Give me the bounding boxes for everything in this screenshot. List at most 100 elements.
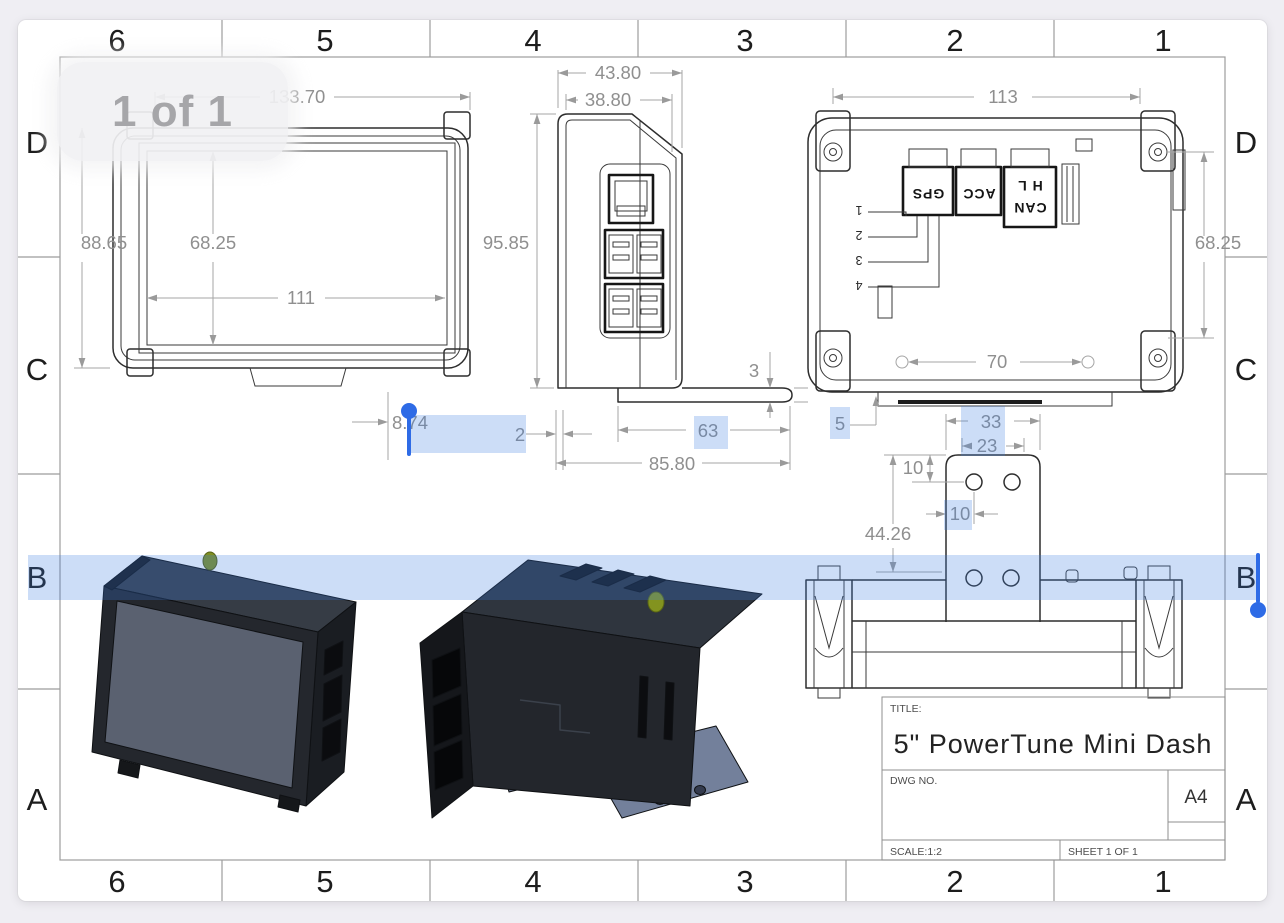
dim-side-height: 95.85 — [483, 232, 529, 253]
zone-col-bottom: 2 — [946, 864, 963, 899]
corner-tab — [126, 348, 154, 377]
hook-tab — [1065, 569, 1079, 583]
dim-back-width: 113 — [988, 86, 1018, 107]
screw-boss — [823, 142, 843, 162]
selection-end-bar[interactable] — [1256, 553, 1260, 603]
can-label: CAN — [1013, 200, 1046, 216]
dim-side-depth-overall: 43.80 — [595, 62, 641, 83]
dim-overall-depth: 85.80 — [649, 453, 695, 474]
side-view-dimensions: 43.80 38.80 95.85 3 63 2 — [352, 62, 808, 474]
dim-wall-gap: 2 — [515, 424, 525, 445]
zone-col-top: 6 — [108, 23, 125, 58]
dim-bracket-height: 44.26 — [865, 523, 911, 544]
dim-side-depth-inner: 38.80 — [585, 89, 631, 110]
dim-bracket-length: 63 — [698, 420, 719, 441]
wire-label: 2 — [855, 228, 862, 242]
bottom-tab — [249, 367, 347, 387]
mounting-hole — [965, 569, 983, 587]
screen — [146, 150, 448, 346]
selection-highlight-offset — [408, 415, 526, 453]
zone-col-top: 4 — [524, 23, 541, 58]
dim-plate-thickness: 3 — [749, 360, 759, 381]
dim-slot-spacing: 70 — [987, 351, 1008, 372]
dim-hole-top-offset: 10 — [903, 457, 924, 478]
screw-boss — [1148, 142, 1168, 162]
usb-port-stack-1 — [603, 228, 665, 280]
zone-row-left: D — [26, 125, 48, 160]
acc-label: ACC — [962, 186, 995, 202]
zone-col-bottom: 3 — [736, 864, 753, 899]
drawing-title: 5" PowerTune Mini Dash — [894, 729, 1213, 759]
usb-cutout — [432, 693, 463, 747]
bracket-slot-hole — [895, 355, 909, 369]
bracket-detail-view: 33 23 10 10 44.26 — [865, 411, 1041, 622]
bracket-foot — [617, 387, 793, 403]
text-selection-band — [28, 555, 1258, 600]
page-indicator-pill: 1 of 1 — [57, 62, 288, 161]
scale-label: SCALE:1:2 — [890, 846, 942, 858]
selection-start-handle[interactable] — [401, 403, 417, 419]
zone-col-top: 2 — [946, 23, 963, 58]
connector-bump — [623, 575, 667, 593]
mounting-hole — [1003, 473, 1021, 491]
dim-screen-width: 111 — [287, 287, 315, 308]
dim-bracket-width: 33 — [981, 411, 1002, 432]
title-block: TITLE: 5" PowerTune Mini Dash DWG NO. A4… — [881, 696, 1226, 861]
ethernet-cutout — [323, 640, 344, 676]
mounting-hole — [1002, 569, 1020, 587]
wire-diagram: 1 2 3 4 — [855, 203, 940, 292]
can-connector: H L CAN — [1002, 148, 1058, 229]
paper-size: A4 — [1184, 787, 1208, 808]
dim-front-overall-height: 88.65 — [81, 232, 127, 253]
mounting-hole — [965, 473, 983, 491]
thumbscrew — [647, 591, 665, 613]
vertical-connector — [1061, 163, 1080, 225]
zone-col-bottom: 6 — [108, 864, 125, 899]
back-view-dimensions: 113 68.25 70 5 — [832, 86, 1241, 434]
dim-tab: 5 — [835, 413, 845, 434]
zone-row-right: B — [1236, 560, 1257, 595]
zone-col-top: 5 — [316, 23, 333, 58]
side-view: 43.80 38.80 95.85 3 63 2 — [352, 62, 808, 474]
dwg-no-label: DWG NO. — [890, 775, 937, 787]
iso-view-front — [91, 551, 357, 813]
bottom-view — [805, 565, 1183, 699]
usb-cutout — [322, 674, 343, 722]
zone-row-right: A — [1236, 782, 1257, 817]
zone-row-right: C — [1235, 352, 1257, 387]
usb-port-stack-2 — [603, 282, 665, 334]
iso-view-back — [419, 559, 763, 819]
sheet-label: SHEET 1 OF 1 — [1068, 846, 1138, 858]
selection-start-bar[interactable] — [407, 416, 411, 456]
hook-tab — [1123, 566, 1138, 580]
screw-boss — [823, 348, 843, 368]
dim-back-height: 68.25 — [1195, 232, 1241, 253]
back-view: GPS ACC H L CAN 1 2 3 4 — [807, 86, 1241, 434]
ethernet-port — [607, 173, 655, 225]
connector-bump — [591, 569, 635, 587]
corner-tab — [443, 111, 471, 140]
screen-face — [104, 600, 304, 789]
dim-hole-span: 23 — [977, 435, 998, 456]
gps-label: GPS — [912, 186, 945, 202]
zone-col-bottom: 5 — [316, 864, 333, 899]
usb-cutout — [433, 739, 464, 791]
screen-bezel — [138, 142, 456, 354]
usb-cutout — [321, 718, 342, 762]
zone-row-left: A — [27, 782, 48, 817]
selection-highlight-10 — [944, 500, 972, 530]
drawing-frame: 6 5 4 3 2 1 6 5 4 3 2 1 D C B A D C B A — [18, 20, 1267, 901]
acc-connector: ACC — [954, 148, 1003, 217]
selection-highlight-63 — [694, 416, 728, 449]
sd-slot — [877, 285, 893, 319]
bracket-slot-hole — [1081, 355, 1095, 369]
connector-bump — [559, 563, 603, 581]
usb-cutout — [431, 647, 462, 699]
screw-boss — [1148, 348, 1168, 368]
page-indicator-label: 1 of 1 — [112, 86, 233, 136]
selection-highlight-33-23 — [961, 406, 1005, 456]
bracket-dimensions: 33 23 10 10 44.26 — [865, 411, 1041, 573]
selection-end-handle[interactable] — [1250, 602, 1266, 618]
side-port-tab — [1172, 149, 1186, 211]
